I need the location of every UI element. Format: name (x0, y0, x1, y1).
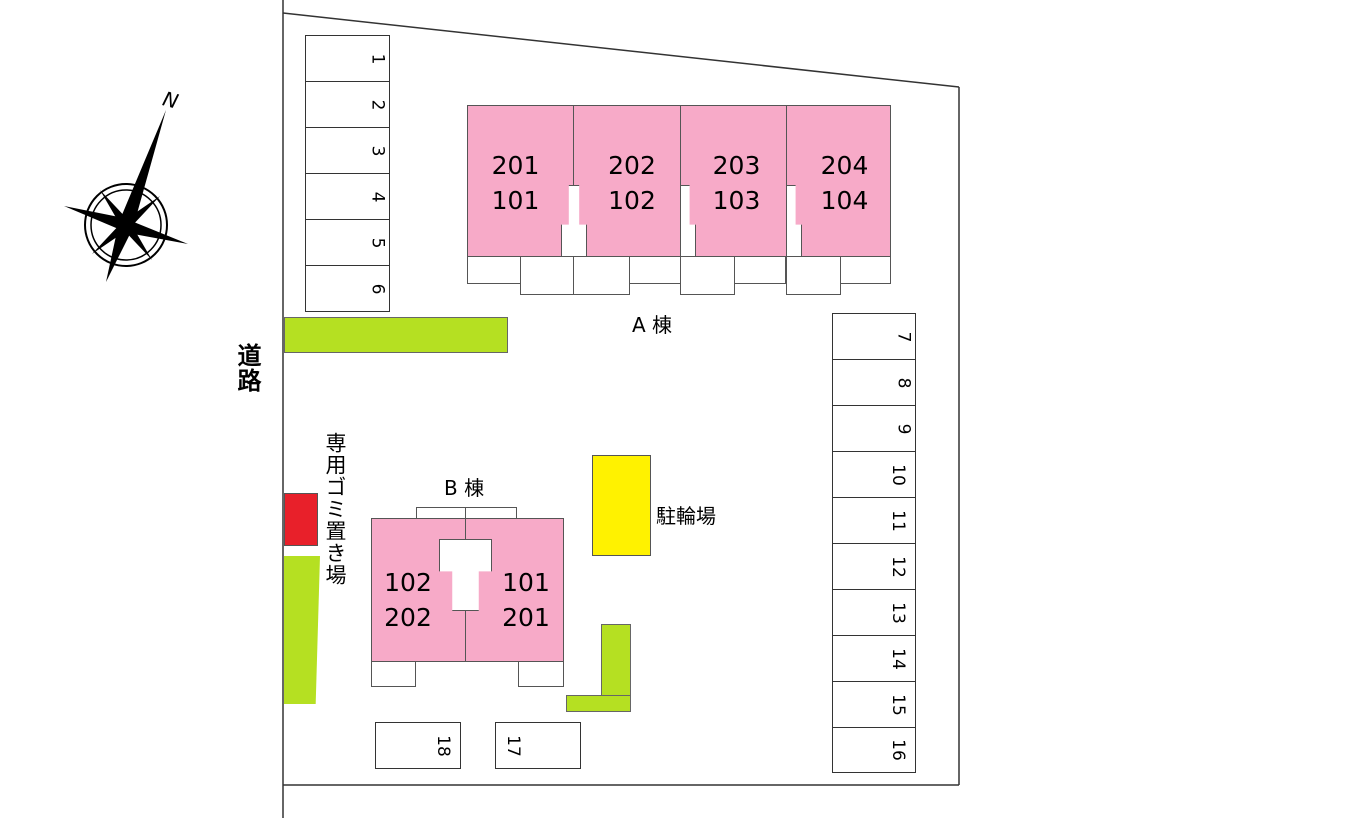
parking-space: 9 (832, 405, 916, 452)
planting-strip-corner-horizontal (566, 695, 631, 712)
parking-space: 4 (305, 173, 390, 220)
porch (734, 256, 786, 284)
planting-strip-left (284, 556, 320, 704)
parking-space: 5 (305, 219, 390, 266)
parking-number: 2 (367, 99, 388, 110)
unit-lower-number: 202 (384, 603, 432, 632)
porch (629, 256, 681, 284)
unit-lower-number: 101 (491, 186, 540, 215)
porch (573, 256, 630, 295)
parking-number: 18 (433, 734, 454, 757)
porch (786, 256, 841, 295)
unit-a-4: 204 104 (786, 105, 891, 257)
parking-number: 7 (893, 331, 914, 342)
parking-space: 17 (495, 722, 581, 769)
parking-number: 16 (888, 739, 909, 761)
parking-space: 3 (305, 127, 390, 174)
parking-number: 5 (367, 237, 388, 248)
parking-number: 11 (888, 509, 909, 532)
building-a-label: A 棟 (632, 313, 673, 337)
parking-number: 13 (888, 601, 909, 624)
unit-upper-number: 201 (491, 151, 540, 180)
planting-strip-top (284, 317, 508, 353)
unit-a-3: 203 103 (680, 105, 787, 257)
building-b-label: B 棟 (444, 476, 485, 500)
porch (371, 661, 416, 687)
parking-space: 2 (305, 81, 390, 128)
parking-space: 12 (832, 543, 916, 590)
parking-number: 14 (888, 647, 909, 670)
parking-space: 15 (832, 681, 916, 728)
bicycle-parking (592, 455, 651, 556)
road-label: 道路 (233, 343, 261, 393)
unit-lower-number: 201 (502, 603, 550, 632)
unit-lower-number: 104 (820, 186, 869, 215)
parking-space: 7 (832, 313, 916, 360)
porch (518, 661, 564, 687)
parking-space: 1 (305, 35, 390, 82)
unit-upper-number: 202 (608, 151, 656, 180)
parking-number: 1 (367, 53, 388, 64)
parking-number: 3 (367, 145, 388, 156)
parking-space: 6 (305, 265, 390, 312)
unit-a-2: 202 102 (573, 105, 681, 257)
parking-number: 4 (367, 191, 388, 202)
parking-number: 9 (893, 423, 914, 434)
unit-upper-number: 102 (384, 568, 432, 597)
porch (520, 256, 574, 295)
parking-number: 15 (888, 693, 909, 716)
unit-upper-number: 101 (502, 568, 550, 597)
parking-space: 16 (832, 727, 916, 773)
garbage-label: 専用ゴミ置き場 (323, 432, 347, 586)
parking-number: 8 (893, 377, 914, 388)
parking-number: 10 (888, 463, 909, 486)
parking-number: 6 (367, 283, 388, 294)
parking-space: 18 (375, 722, 461, 769)
parking-space: 14 (832, 635, 916, 682)
parking-number: 12 (888, 555, 909, 578)
bicycle-label: 駐輪場 (656, 504, 716, 528)
porch (467, 256, 521, 284)
parking-space: 10 (832, 451, 916, 498)
parking-number: 17 (502, 734, 523, 757)
unit-upper-number: 204 (820, 151, 869, 180)
unit-lower-number: 103 (712, 186, 761, 215)
parking-space: 11 (832, 497, 916, 544)
porch (840, 256, 891, 284)
parking-space: 8 (832, 359, 916, 406)
unit-a-1: 201 101 (467, 105, 574, 257)
parking-space: 13 (832, 589, 916, 636)
porch (680, 256, 735, 295)
unit-lower-number: 102 (608, 186, 656, 215)
unit-upper-number: 203 (712, 151, 761, 180)
garbage-area (284, 493, 318, 546)
